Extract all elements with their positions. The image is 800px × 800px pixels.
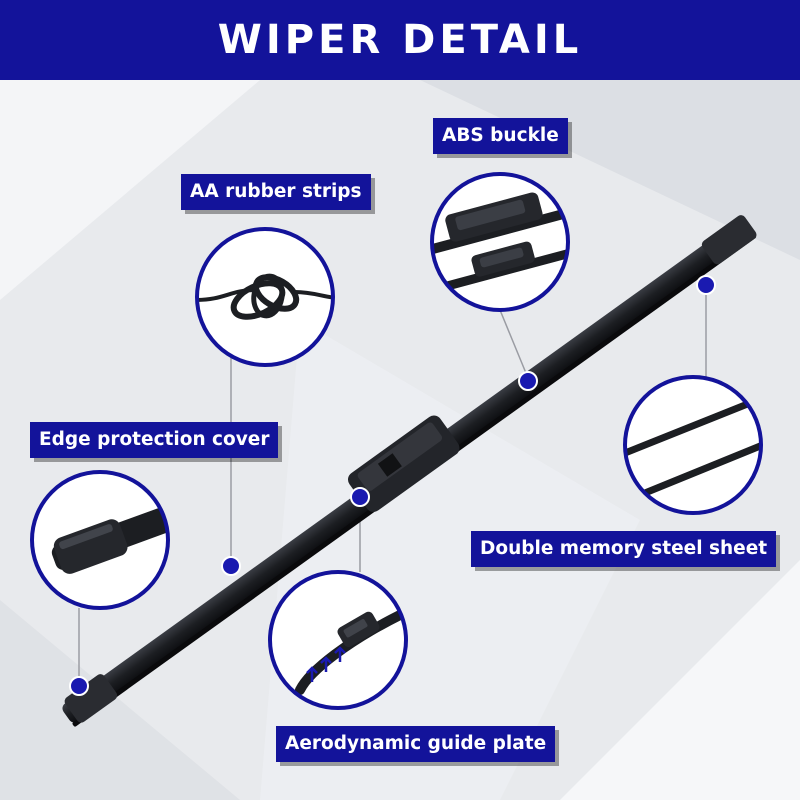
aerodynamic-guide-plate-label: Aerodynamic guide plate [276, 726, 556, 762]
double-memory-steel-sheet-label: Double memory steel sheet [471, 531, 777, 567]
header-banner: WIPER DETAIL [0, 0, 800, 80]
aa-rubber-strips-label: AA rubber strips [181, 174, 371, 210]
edge-protection-cover-label: Edge protection cover [30, 422, 279, 458]
page-title: WIPER DETAIL [217, 17, 583, 63]
abs-buckle-label: ABS buckle [433, 118, 568, 154]
